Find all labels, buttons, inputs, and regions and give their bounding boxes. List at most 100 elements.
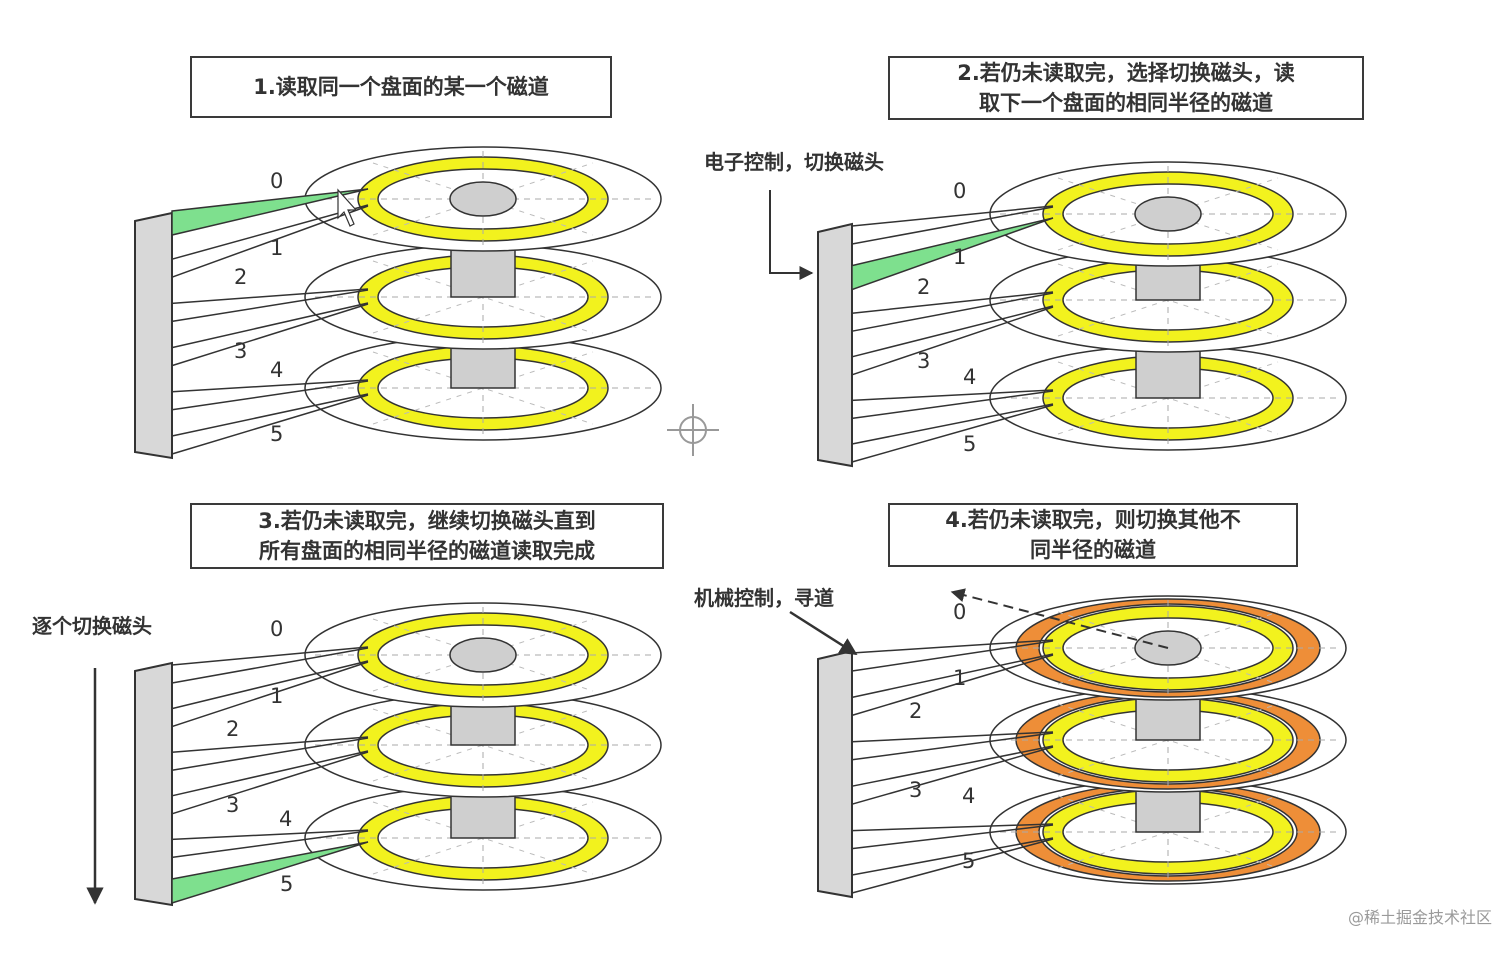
- head-number-label: 5: [962, 849, 975, 873]
- head-arm-upper-edge: [851, 823, 1054, 832]
- head-number-label: 3: [909, 778, 922, 802]
- active-head-arm: [171, 841, 369, 905]
- caption-panel-4: 4.若仍未读取完，则切换其他不 同半径的磁道: [888, 503, 1298, 567]
- head-number-label: 5: [270, 422, 283, 446]
- head-arm-lower-edge: [851, 292, 1054, 332]
- head-arm-upper-edge: [171, 393, 369, 437]
- head-number-label: 0: [953, 179, 966, 203]
- head-number-label: 2: [917, 275, 930, 299]
- head-arm-upper-edge: [851, 653, 1054, 699]
- arrow-electronic-switch: [769, 190, 814, 280]
- caption-panel-3-line-2: 所有盘面的相同半径的磁道读取完成: [259, 539, 595, 563]
- head-arm-lower-edge: [851, 404, 1054, 463]
- head-number-label: 4: [279, 807, 292, 831]
- head-number-label: 1: [270, 684, 283, 708]
- head-number-label: 3: [917, 349, 930, 373]
- active-head-arm: [851, 217, 1054, 291]
- head-arm-lower-edge: [851, 732, 1054, 761]
- caption-panel-3: 3.若仍未读取完，继续切换磁头直到 所有盘面的相同半径的磁道读取完成: [190, 503, 664, 569]
- head-arm-upper-edge: [851, 731, 1054, 743]
- head-arm-upper-edge: [851, 305, 1054, 358]
- cursor-icon: [337, 188, 358, 227]
- head-arm-lower-edge: [171, 380, 369, 411]
- head-number-label: 1: [270, 236, 283, 260]
- arrow-seek-radius: [950, 588, 1169, 649]
- head-number-label: 3: [234, 339, 247, 363]
- head-number-label: 4: [963, 365, 976, 389]
- head-arm-lower-edge: [851, 390, 1054, 420]
- head-arm-upper-edge: [171, 660, 369, 710]
- head-arm-lower-edge: [171, 647, 369, 684]
- head-number-label: 2: [909, 699, 922, 723]
- disk-stack-panel-1: 0 12 34 5: [134, 146, 662, 460]
- caption-panel-2-line-1: 2.若仍未读取完，选择切换磁头，读: [957, 61, 1295, 85]
- head-arm-upper-edge: [171, 829, 369, 841]
- head-number-label: 1: [953, 245, 966, 269]
- head-arm-lower-edge: [171, 830, 369, 859]
- caption-panel-2: 2.若仍未读取完，选择切换磁头，读 取下一个盘面的相同半径的磁道: [888, 56, 1364, 120]
- head-arm-upper-edge: [171, 204, 369, 260]
- head-arm-upper-edge: [851, 745, 1054, 787]
- side-label-panel-4: 机械控制，寻道: [694, 586, 834, 610]
- head-number-label: 5: [280, 872, 293, 896]
- head-arm-upper-edge: [171, 288, 369, 305]
- head-number-label: 2: [234, 265, 247, 289]
- platter-2: [989, 749, 1347, 885]
- head-arm-lower-edge: [851, 206, 1054, 245]
- head-number-label: 5: [963, 432, 976, 456]
- caption-panel-4-line-2: 同半径的磁道: [1030, 538, 1156, 562]
- caption-panel-4-line-1: 4.若仍未读取完，则切换其他不: [945, 508, 1241, 532]
- active-head-arm: [171, 188, 369, 236]
- head-arm-lower-edge: [171, 205, 369, 278]
- head-arm-upper-edge: [171, 302, 369, 349]
- head-arm-upper-edge: [851, 389, 1054, 402]
- disk-stack-panel-3: 0 1 2 3 4 5: [134, 602, 662, 907]
- caption-panel-2-line-2: 取下一个盘面的相同半径的磁道: [979, 91, 1273, 115]
- head-number-label: 0: [270, 169, 283, 193]
- side-label-panel-3: 逐个切换磁头: [32, 614, 152, 638]
- spindle-hub: [1134, 196, 1202, 232]
- side-label-panel-2: 电子控制，切换磁头: [704, 150, 884, 174]
- head-arm-upper-edge: [171, 379, 369, 393]
- head-arm-lower-edge: [851, 824, 1054, 850]
- platter-0: [989, 161, 1347, 267]
- head-number-label: 4: [270, 358, 283, 382]
- head-arm-upper-edge: [851, 291, 1054, 314]
- head-arm-upper-edge: [171, 646, 369, 666]
- head-number-label: 4: [962, 784, 975, 808]
- head-arm-lower-edge: [171, 751, 369, 815]
- head-arm-upper-edge: [171, 750, 369, 797]
- head-arm-lower-edge: [171, 303, 369, 367]
- head-arm-lower-edge: [851, 654, 1054, 717]
- platter-1: [989, 657, 1347, 793]
- head-arm-lower-edge: [851, 746, 1054, 805]
- caption-panel-1-line-1: 1.读取同一个盘面的某一个磁道: [253, 75, 549, 99]
- move-crosshair-icon: [667, 404, 719, 456]
- arrow-mechanical-seek: [789, 610, 858, 656]
- head-arm-upper-edge: [851, 639, 1054, 654]
- head-arm-lower-edge: [851, 640, 1054, 672]
- head-arm-upper-edge: [171, 736, 369, 753]
- head-arm-upper-edge: [851, 403, 1054, 445]
- platter-1: [989, 223, 1347, 353]
- head-number-label: 0: [953, 600, 966, 624]
- head-arm-lower-edge: [851, 838, 1054, 894]
- disk-stack-panel-4: 0 1 2 3 4 5: [817, 595, 1347, 899]
- head-arm-lower-edge: [171, 394, 369, 455]
- head-number-label: 2: [226, 717, 239, 741]
- cursor-arrow: [337, 188, 358, 227]
- head-arm-upper-edge: [851, 205, 1054, 227]
- actuator-pillar: [817, 649, 853, 899]
- caption-panel-1: 1.读取同一个盘面的某一个磁道: [190, 56, 612, 118]
- spindle-hub: [449, 181, 517, 217]
- head-number-label: 3: [226, 793, 239, 817]
- head-number-label: 0: [270, 617, 283, 641]
- head-arm-upper-edge: [851, 837, 1054, 876]
- actuator-pillar: [134, 661, 173, 907]
- spindle-hub: [449, 637, 517, 673]
- head-arm-lower-edge: [171, 289, 369, 323]
- head-arm-lower-edge: [171, 737, 369, 771]
- head-number-label: 1: [953, 666, 966, 690]
- platter-1: [304, 208, 662, 350]
